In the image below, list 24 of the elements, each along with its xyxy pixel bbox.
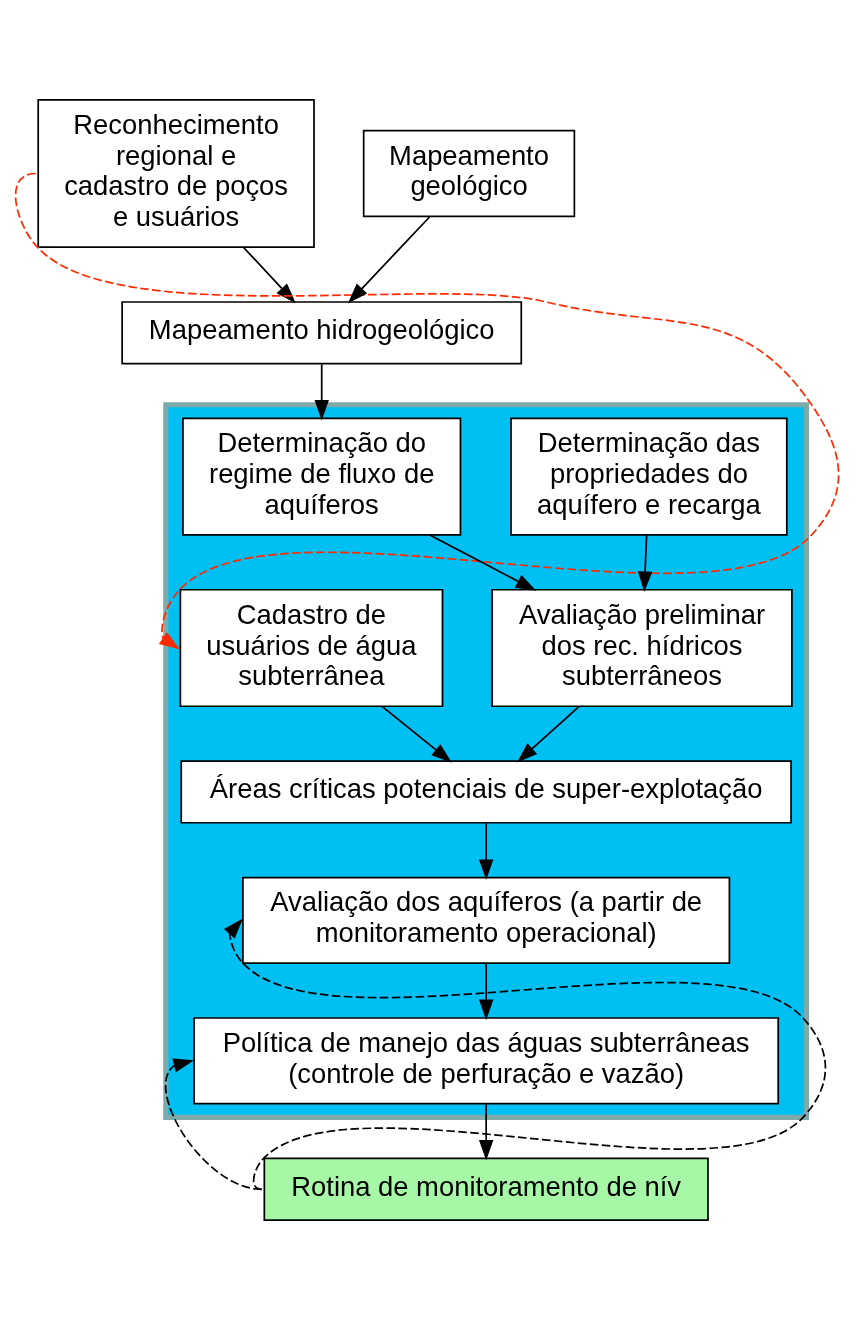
arrow (517, 705, 580, 763)
arrow (637, 534, 653, 593)
node-box: Avaliação preliminar dos rec. hídricos subterrâneos (491, 588, 793, 708)
node-box: Política de manejo das águas subterrâneas (controle de perfuração e vazão) (193, 1017, 780, 1105)
arrow (478, 822, 494, 880)
node-box: Determinação das propriedades do aquífero e recarga (510, 417, 788, 536)
arrow (14, 172, 840, 650)
node-box: Cadastro de usuários de água subterrânea (179, 588, 444, 708)
arrow (314, 363, 329, 421)
arrow (223, 918, 827, 1191)
arrow (478, 1103, 494, 1161)
arrow (242, 246, 296, 304)
arrow (381, 705, 452, 763)
arrow (347, 216, 431, 304)
arrow (164, 1058, 263, 1191)
node-box: Mapeamento hidrogeológico (121, 301, 523, 365)
arrow (478, 962, 494, 1021)
node-box: Áreas críticas potenciais de super-explotação (180, 760, 792, 824)
node-box: Rotina de monitoramento de nív (263, 1157, 709, 1221)
node-box: Mapeamento geológico (362, 129, 576, 218)
node-box: Determinação do regime de fluxo de aquíferos (182, 417, 462, 536)
arrow (428, 534, 537, 591)
node-box: Avaliação dos aquíferos (a partir de monitoramento operacional) (242, 876, 731, 965)
node-box: Reconhecimento regional e cadastro de poços e usuários (37, 99, 315, 249)
